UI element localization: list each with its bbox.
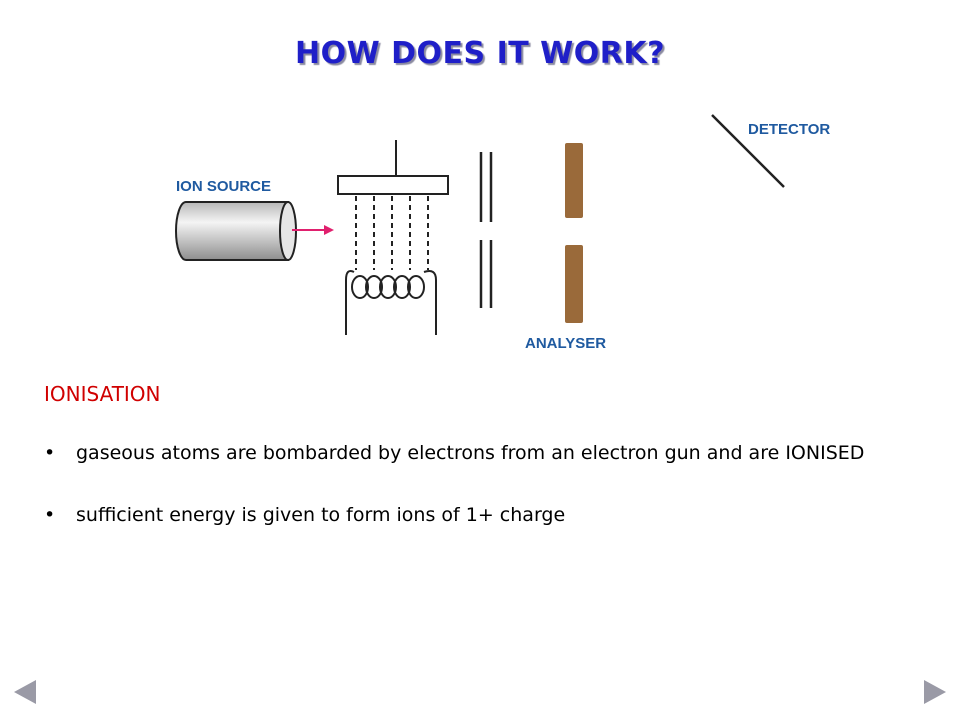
ion-source-cylinder: [175, 201, 297, 261]
electron-gun: [337, 140, 449, 335]
mass-spectrometer-diagram: ION SOURCE ANALYSER DETECTOR: [175, 114, 830, 352]
ion-flow-arrow: [292, 225, 334, 235]
label-analyser: ANALYSER: [525, 335, 606, 352]
next-slide-triangle-right-icon[interactable]: [924, 680, 946, 704]
bullet-item: • gaseous atoms are bombarded by electro…: [44, 440, 924, 466]
label-ion-source: ION SOURCE: [176, 178, 271, 195]
accelerating-plates: [479, 152, 493, 308]
bullet-list: • gaseous atoms are bombarded by electro…: [44, 440, 924, 564]
bullet-icon: •: [44, 504, 56, 526]
slide-title: HOW DOES IT WORK?: [294, 36, 665, 71]
bullet-icon: •: [44, 442, 56, 464]
bullet-text: sufficient energy is given to form ions …: [76, 504, 566, 526]
bullet-item: • sufficient energy is given to form ion…: [44, 502, 924, 528]
bullet-text: gaseous atoms are bombarded by electrons…: [76, 442, 865, 464]
analyser-plates: [565, 143, 583, 323]
section-heading: IONISATION: [44, 382, 161, 406]
detector-line: [711, 114, 785, 188]
previous-slide-triangle-left-icon[interactable]: [14, 680, 36, 704]
label-detector: DETECTOR: [748, 121, 830, 138]
